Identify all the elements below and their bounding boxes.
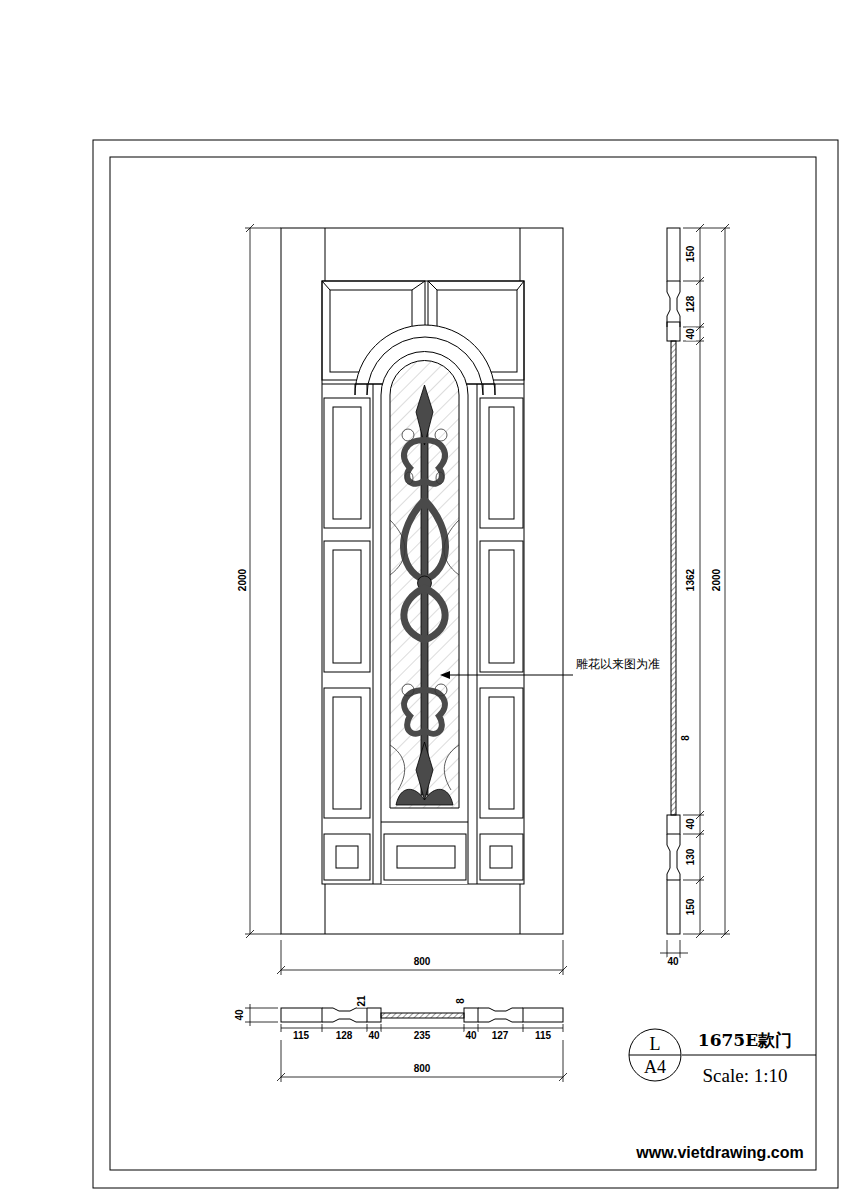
dimension-text: 2000 [238,568,248,592]
carved-ornament [390,385,459,805]
dimension-text: 1362 [686,568,696,592]
dimension-text: 235 [413,1031,432,1041]
sheet-circle: L A4 [628,1028,682,1082]
dimension-lines [245,224,730,1082]
title-text: Scale: 1:10 [702,1066,789,1085]
dimension-text: 150 [686,898,696,917]
dimension-text: 21 [357,994,367,1007]
sheet-border [93,140,838,1188]
dimension-text: 40 [666,957,679,967]
plan-section [281,1008,563,1022]
door-elevation [281,228,563,934]
sheet-code: L [650,1035,661,1053]
dimension-text: 800 [413,957,432,967]
dimension-text: 40 [686,817,696,830]
dimension-text: 127 [491,1031,510,1041]
dimension-text: 40 [686,327,696,340]
note-text: 雕花以来图为准 [575,658,661,670]
drawing-title: 1675E款门 [697,1032,793,1049]
side-section [667,228,680,934]
dimension-text: 115 [292,1031,310,1041]
dimension-text: 40 [367,1031,380,1041]
dimension-text: 800 [413,1064,432,1074]
leader-line [440,671,573,679]
dimension-text: 130 [686,848,696,867]
sheet-code: A4 [644,1058,666,1076]
dimension-text: 40 [464,1031,477,1041]
dimension-text: 8 [456,997,466,1005]
dimension-text: 8 [681,734,691,742]
dimension-text: 2000 [712,568,722,592]
dimension-text: 128 [335,1031,354,1041]
title-text: www.vietdrawing.com [635,1145,804,1161]
dimension-text: 40 [235,1008,245,1021]
title-rule [682,1055,816,1056]
dimension-text: 115 [534,1031,552,1041]
dimension-text: 150 [686,245,696,264]
dimension-text: 128 [686,295,696,314]
